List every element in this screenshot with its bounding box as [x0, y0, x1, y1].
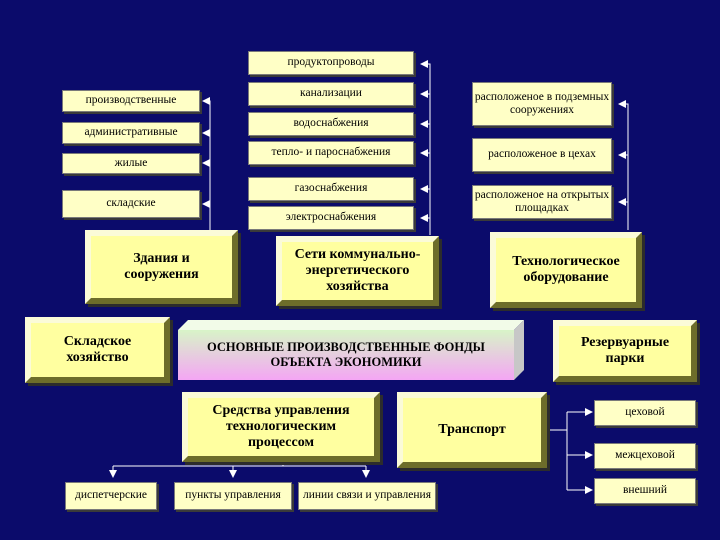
node-networks-label: Сети коммунально-энергетического хозяйст… — [294, 246, 421, 295]
network-type-electricity: электроснабжения — [248, 206, 414, 230]
building-type-administrative: административные — [62, 122, 200, 144]
network-type-heat-steam: тепло- и пароснабжения — [248, 141, 414, 165]
control-type-dispatch: диспетчерские — [65, 482, 157, 510]
buildings-connectors — [202, 97, 211, 230]
equipment-location-underground: расположеное в подземных сооружениях — [472, 82, 612, 126]
network-type-pipelines: продуктопроводы — [248, 51, 414, 75]
node-warehouse-label: Складское хозяйство — [63, 333, 132, 365]
building-type-industrial: производственные — [62, 90, 200, 112]
central-node-label: ОСНОВНЫЕ ПРОИЗВОДСТВЕННЫЕ ФОНДЫ ОБЪЕКТА … — [207, 340, 485, 369]
equipment-connectors — [618, 100, 629, 230]
node-control-label: Средства управления технологическим проц… — [212, 402, 350, 451]
node-equipment-label: Технологическое оборудование — [512, 253, 620, 285]
building-type-storage: складские — [62, 190, 200, 218]
equipment-location-open-areas: расположеное на открытых площадках — [472, 185, 612, 219]
network-type-sewerage: канализации — [248, 82, 414, 106]
node-networks: Сети коммунально-энергетического хозяйст… — [276, 236, 439, 306]
networks-connectors — [420, 60, 431, 235]
node-buildings-label: Здания и сооружения — [124, 250, 199, 282]
network-type-gas: газоснабжения — [248, 177, 414, 201]
node-equipment: Технологическое оборудование — [490, 232, 642, 308]
node-tanks-label: Резервуарные парки — [580, 334, 670, 366]
transport-type-intershop: межцеховой — [594, 443, 696, 469]
equipment-location-workshops: расположеное в цехах — [472, 138, 612, 172]
transport-type-shop: цеховой — [594, 400, 696, 426]
node-transport-label: Транспорт — [438, 421, 506, 437]
transport-type-external: внешний — [594, 478, 696, 504]
central-node-shape — [178, 320, 524, 380]
control-type-communication-lines: линии связи и управления — [298, 482, 436, 510]
control-type-control-points: пункты управления — [174, 482, 292, 510]
node-buildings: Здания и сооружения — [85, 230, 238, 304]
node-warehouse: Складское хозяйство — [25, 317, 170, 383]
building-type-residential: жилые — [62, 153, 200, 174]
central-node: ОСНОВНЫЕ ПРОИЗВОДСТВЕННЫЕ ФОНДЫ ОБЪЕКТА … — [178, 320, 524, 380]
network-type-water: водоснабжения — [248, 112, 414, 136]
node-transport: Транспорт — [397, 392, 547, 468]
node-tanks: Резервуарные парки — [553, 320, 697, 382]
transport-connectors — [546, 408, 593, 494]
node-control: Средства управления технологическим проц… — [182, 392, 380, 462]
